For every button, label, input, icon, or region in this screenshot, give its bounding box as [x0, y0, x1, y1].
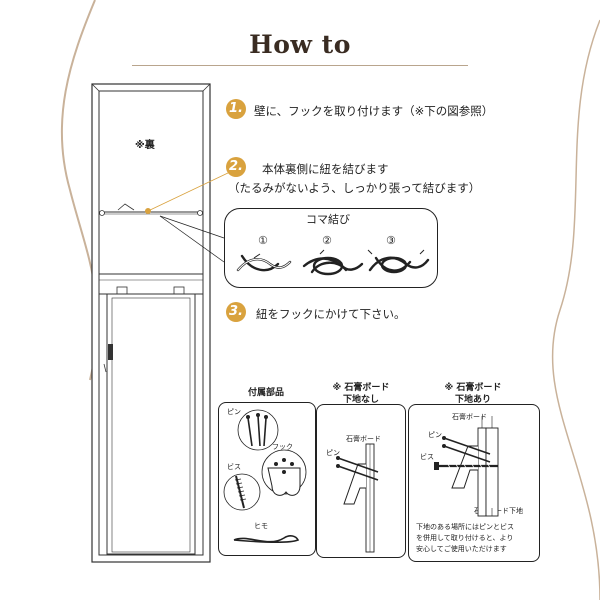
- step-1-number: 1.: [226, 99, 246, 119]
- knot-marker-2: ②: [322, 234, 332, 247]
- no-base-pin-label: ピン: [326, 449, 340, 457]
- no-base-drawing: [336, 443, 379, 553]
- parts-drawing: [223, 409, 307, 544]
- with-base-screw-label: ビス: [420, 453, 434, 461]
- knot-title: コマ結び: [306, 213, 350, 226]
- no-base-title-line1: ※ 石膏ボード: [332, 383, 390, 393]
- page-title: How to: [249, 30, 351, 59]
- with-base-panel: [408, 404, 540, 562]
- parts-hook-label: フック: [272, 443, 293, 451]
- parts-screw-label: ビス: [227, 463, 241, 471]
- back-label: ※裏: [135, 140, 155, 151]
- cabinet-illustration: [91, 83, 211, 563]
- parts-string-label: ヒモ: [254, 522, 268, 530]
- with-base-note-line3: 安心してご使用いただけます: [416, 545, 507, 553]
- step-2-number: 2.: [226, 157, 246, 177]
- with-base-note-line1: 下地のある場所にはピンとビス: [416, 523, 514, 531]
- with-base-title-line1: ※ 石膏ボード: [444, 383, 502, 393]
- no-base-board-label: 石膏ボード: [346, 435, 381, 443]
- knot-steps-drawing: [236, 249, 430, 276]
- parts-pin-label: ピン: [227, 408, 241, 416]
- right-curve: [551, 19, 600, 600]
- title-divider: [132, 65, 468, 66]
- step-2-text: 本体裏側に紐を結びます: [262, 162, 389, 176]
- with-base-board-label: 石膏ボード: [452, 413, 487, 421]
- with-base-note-line2: を併用して取り付けると、より: [416, 534, 514, 542]
- step-3-text: 紐をフックにかけて下さい。: [256, 307, 406, 321]
- step-3-number: 3.: [226, 302, 246, 322]
- parts-panel-title: 付属部品: [247, 388, 284, 398]
- step-1-text: 壁に、フックを取り付けます（※下の図参照）: [254, 104, 494, 118]
- with-base-base-label: 石膏ボード下地: [474, 507, 523, 515]
- knot-marker-3: ③: [386, 234, 396, 247]
- no-base-title-line2: 下地なし: [342, 395, 379, 405]
- step-2-subtext: （たるみがないよう、しっかり張って結びます）: [228, 181, 481, 195]
- with-base-pin-label: ピン: [428, 431, 442, 439]
- knot-marker-1: ①: [258, 234, 268, 247]
- with-base-title-line2: 下地あり: [454, 395, 491, 405]
- with-base-drawing: [434, 416, 499, 517]
